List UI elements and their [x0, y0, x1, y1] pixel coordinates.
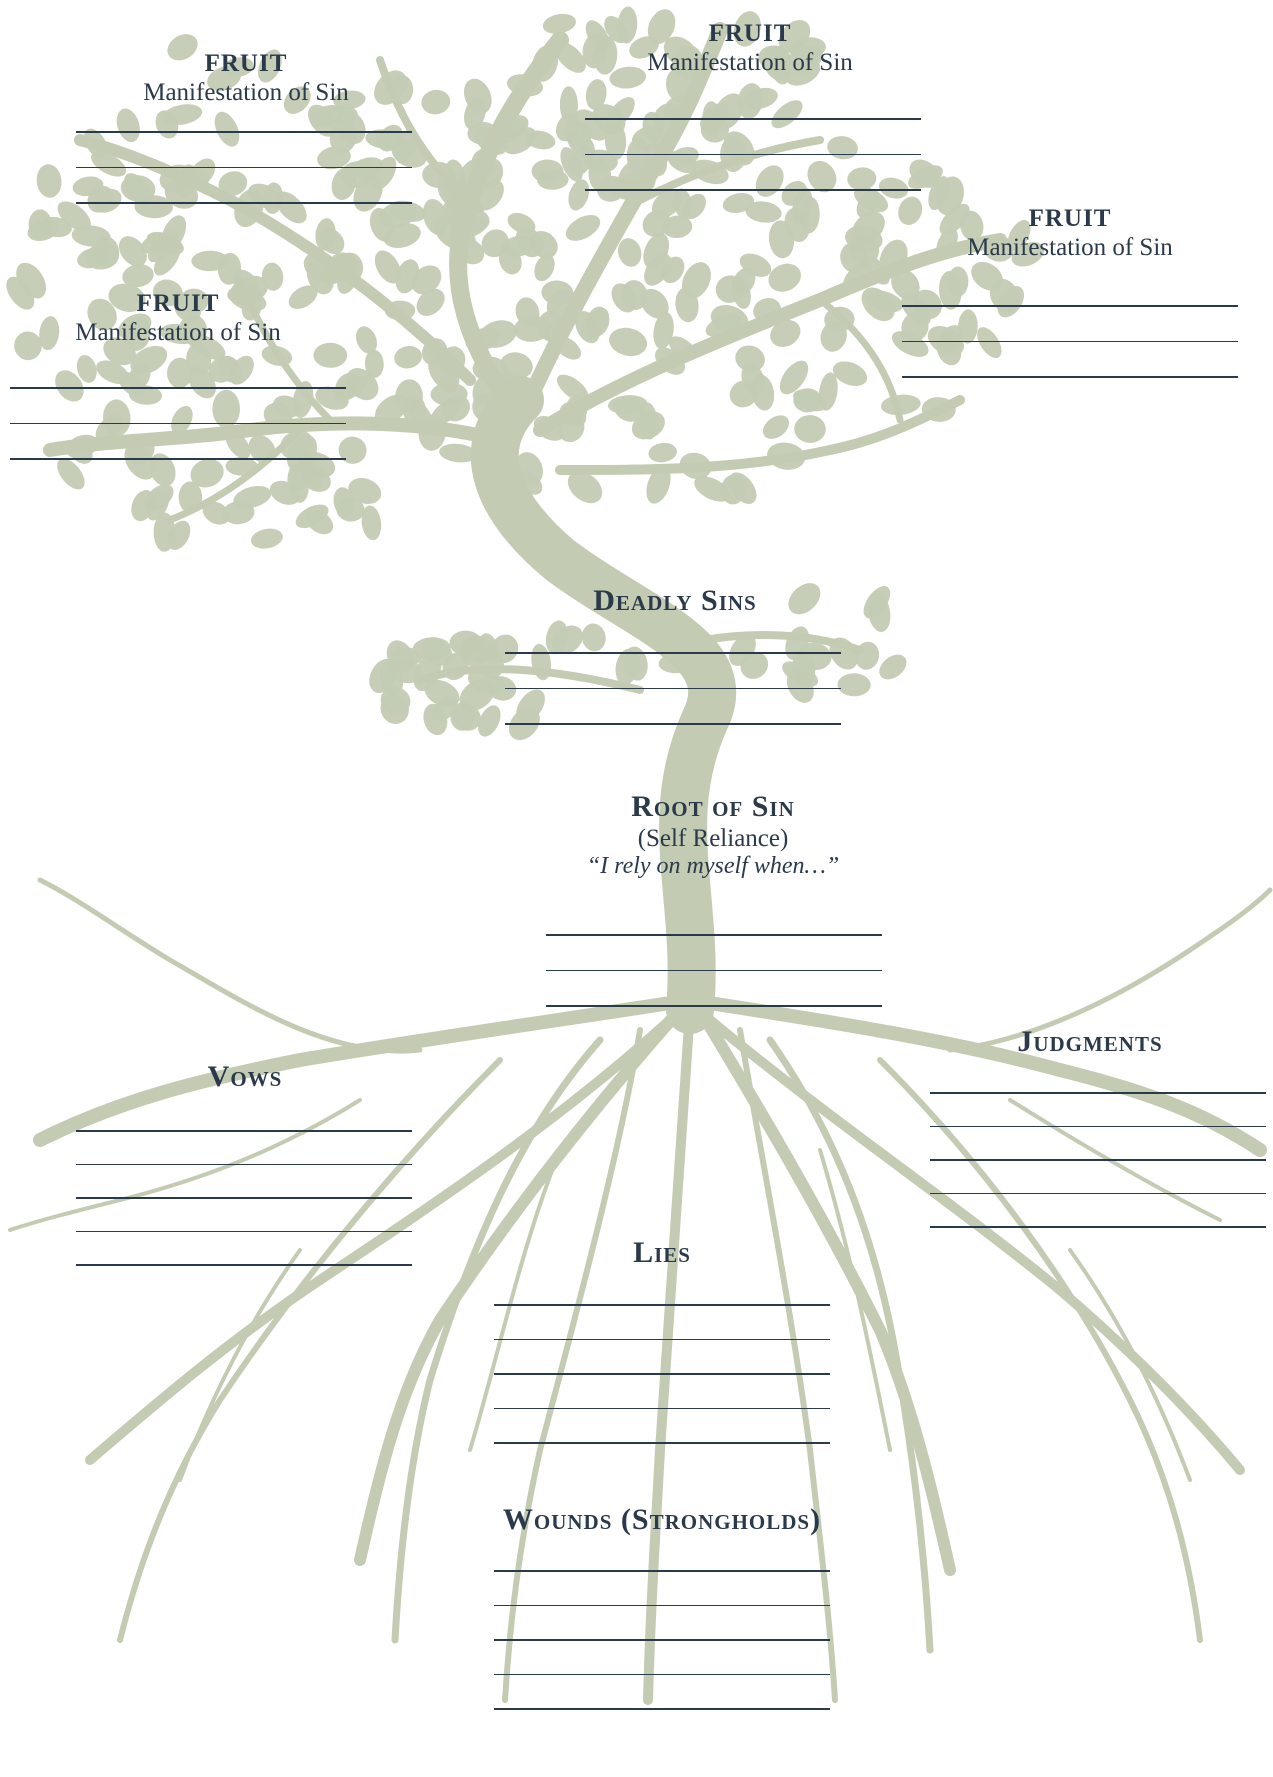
- write-line[interactable]: [76, 167, 412, 169]
- write-line[interactable]: [494, 1373, 830, 1375]
- judgments-heading: Judgments: [960, 1025, 1220, 1060]
- lies-heading: Lies: [562, 1236, 762, 1271]
- fruit-lines-1: [76, 131, 412, 204]
- root-of-sin-lines: [546, 934, 882, 1007]
- leaf-shape: [606, 324, 650, 360]
- leaf-shape: [580, 621, 609, 653]
- leaf-shape: [647, 441, 678, 464]
- write-line[interactable]: [494, 1408, 830, 1410]
- leaf-shape: [249, 526, 284, 551]
- write-line[interactable]: [585, 154, 921, 156]
- root-of-sin-heading: Root of Sin: [543, 790, 883, 825]
- vows-label: Vows: [140, 1060, 350, 1095]
- write-line[interactable]: [76, 1197, 412, 1199]
- write-line[interactable]: [494, 1708, 830, 1710]
- fruit-subtitle-4: Manifestation of Sin: [8, 319, 348, 348]
- fruit-heading-4: FRUIT: [8, 290, 348, 319]
- leaf-shape: [392, 343, 424, 371]
- write-line[interactable]: [10, 423, 346, 425]
- root-of-sin-label: Root of Sin (Self Reliance) “I rely on m…: [543, 790, 883, 881]
- fruit-lines-3: [902, 305, 1238, 378]
- write-line[interactable]: [930, 1092, 1266, 1094]
- write-line[interactable]: [10, 458, 346, 460]
- fruit-heading-1: FRUIT: [76, 50, 416, 79]
- lies-label: Lies: [562, 1236, 762, 1271]
- judgments-label: Judgments: [960, 1025, 1220, 1060]
- write-line[interactable]: [10, 387, 346, 389]
- write-line[interactable]: [930, 1126, 1266, 1128]
- wounds-lines: [494, 1570, 830, 1710]
- write-line[interactable]: [505, 723, 841, 725]
- root-of-sin-prompt: “I rely on myself when…”: [543, 853, 883, 881]
- write-line[interactable]: [76, 202, 412, 204]
- write-line[interactable]: [76, 1264, 412, 1266]
- write-line[interactable]: [494, 1442, 830, 1444]
- write-line[interactable]: [546, 970, 882, 972]
- write-line[interactable]: [930, 1226, 1266, 1228]
- write-line[interactable]: [930, 1159, 1266, 1161]
- leaf-shape: [793, 414, 826, 443]
- write-line[interactable]: [494, 1304, 830, 1306]
- judgments-lines: [930, 1092, 1266, 1228]
- write-line[interactable]: [505, 652, 841, 654]
- fruit-lines-2: [585, 118, 921, 191]
- write-line[interactable]: [585, 118, 921, 120]
- write-line[interactable]: [585, 189, 921, 191]
- tree-canopy: [1, 5, 1048, 746]
- fruit-heading-3: FRUIT: [900, 205, 1240, 234]
- fruit-label-2: FRUIT Manifestation of Sin: [580, 20, 920, 78]
- leaf-shape: [764, 259, 806, 297]
- write-line[interactable]: [546, 934, 882, 936]
- lies-lines: [494, 1304, 830, 1444]
- write-line[interactable]: [76, 1231, 412, 1233]
- deadly-sins-heading: Deadly Sins: [505, 584, 845, 619]
- fruit-subtitle-3: Manifestation of Sin: [900, 234, 1240, 263]
- vows-heading: Vows: [140, 1060, 350, 1095]
- leaf-shape: [420, 88, 452, 117]
- fruit-heading-2: FRUIT: [580, 20, 920, 49]
- write-line[interactable]: [902, 341, 1238, 343]
- leaf-shape: [35, 163, 63, 199]
- write-line[interactable]: [505, 688, 841, 690]
- leaf-shape: [875, 650, 912, 685]
- fruit-label-3: FRUIT Manifestation of Sin: [900, 205, 1240, 263]
- fruit-label-4: FRUIT Manifestation of Sin: [8, 290, 348, 348]
- fruit-label-1: FRUIT Manifestation of Sin: [76, 50, 416, 108]
- fruit-subtitle-1: Manifestation of Sin: [76, 79, 416, 108]
- leaf-shape: [561, 210, 604, 247]
- wounds-heading: Wounds (Strongholds): [440, 1503, 884, 1538]
- write-line[interactable]: [76, 131, 412, 133]
- write-line[interactable]: [930, 1193, 1266, 1195]
- write-line[interactable]: [494, 1339, 830, 1341]
- write-line[interactable]: [494, 1605, 830, 1607]
- fruit-lines-4: [10, 387, 346, 460]
- deadly-sins-label: Deadly Sins: [505, 584, 845, 619]
- write-line[interactable]: [902, 305, 1238, 307]
- wounds-label: Wounds (Strongholds): [440, 1503, 884, 1538]
- leaf-shape: [758, 410, 793, 443]
- leaf-shape: [459, 74, 497, 118]
- leaf-shape: [837, 673, 871, 697]
- write-line[interactable]: [76, 1130, 412, 1132]
- vows-lines: [76, 1130, 412, 1266]
- leaf-shape: [449, 631, 482, 656]
- deadly-sins-lines: [505, 652, 841, 725]
- write-line[interactable]: [494, 1570, 830, 1572]
- fruit-subtitle-2: Manifestation of Sin: [580, 49, 920, 78]
- write-line[interactable]: [494, 1674, 830, 1676]
- write-line[interactable]: [546, 1005, 882, 1007]
- write-line[interactable]: [902, 376, 1238, 378]
- root-of-sin-subtitle: (Self Reliance): [543, 825, 883, 854]
- write-line[interactable]: [76, 1164, 412, 1166]
- write-line[interactable]: [494, 1639, 830, 1641]
